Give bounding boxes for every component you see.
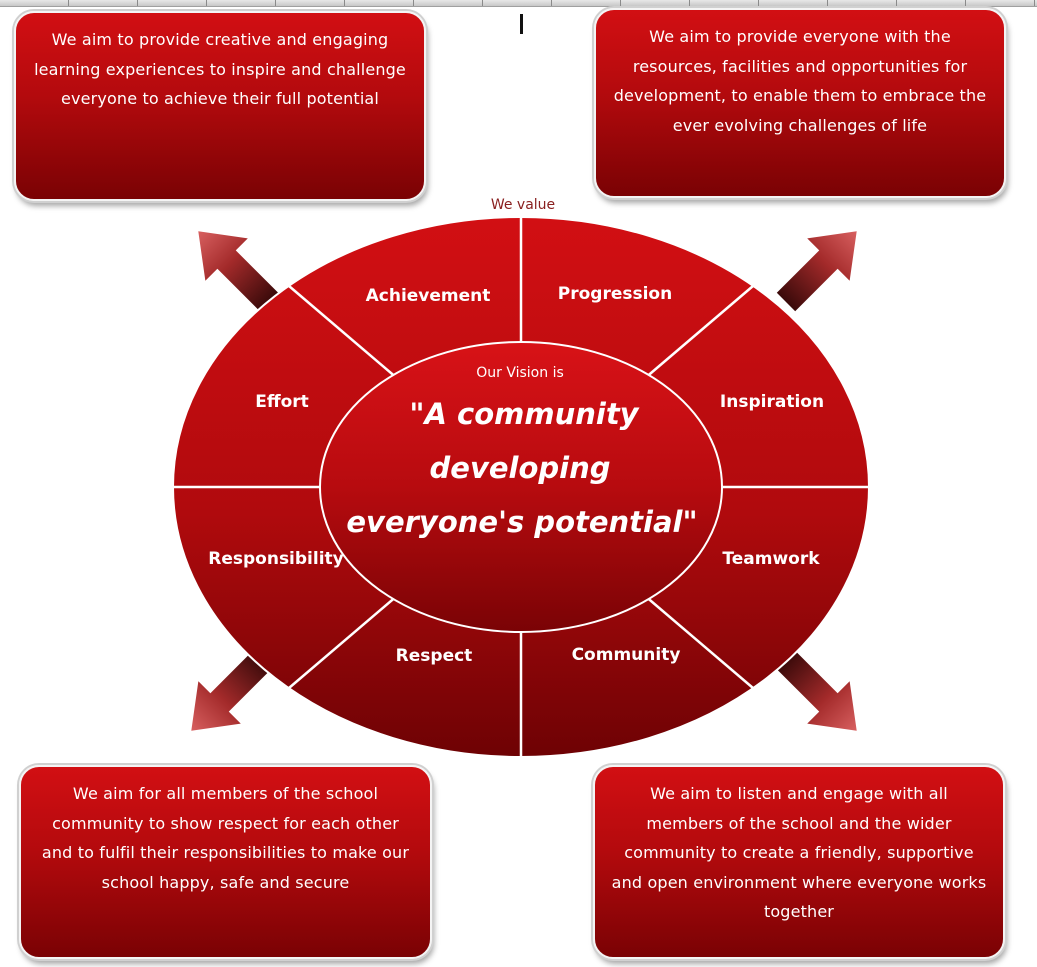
value-achievement: Achievement	[366, 286, 491, 306]
ruler-bar	[0, 0, 1037, 7]
aim-box-bottom-left: We aim for all members of the school com…	[19, 765, 432, 959]
aim-box-top-left: We aim to provide creative and engaging …	[14, 11, 426, 201]
aim-text-bottom-left: We aim for all members of the school com…	[41, 784, 410, 892]
value-teamwork: Teamwork	[722, 549, 820, 569]
arrow-bottom-left-icon	[191, 650, 272, 731]
aim-text-top-right: We aim to provide everyone with the reso…	[613, 27, 987, 135]
ring-dividers	[173, 217, 869, 757]
values-heading: We value	[491, 197, 555, 213]
value-progression: Progression	[558, 284, 672, 304]
text-cursor	[520, 14, 523, 34]
vision-line-2: developing	[430, 451, 611, 485]
aim-text-bottom-right: We aim to listen and engage with all mem…	[611, 784, 987, 921]
value-inspiration: Inspiration	[720, 392, 824, 412]
vision-line-1: "A community	[409, 397, 639, 431]
arrow-top-left-icon	[198, 231, 279, 312]
arrow-bottom-right-icon	[776, 650, 857, 731]
aim-box-bottom-right: We aim to listen and engage with all mem…	[593, 765, 1005, 959]
vision-ellipse	[319, 341, 723, 633]
value-responsibility: Responsibility	[208, 549, 344, 569]
aim-text-top-left: We aim to provide creative and engaging …	[34, 30, 406, 108]
vision-line-3: everyone's potential"	[346, 505, 697, 539]
value-respect: Respect	[396, 646, 473, 666]
value-community: Community	[572, 645, 681, 665]
arrow-top-right-icon	[776, 231, 857, 312]
ruler-ticks	[0, 0, 1037, 6]
vision-intro: Our Vision is	[476, 365, 564, 381]
value-effort: Effort	[255, 392, 309, 412]
aim-box-top-right: We aim to provide everyone with the reso…	[594, 8, 1006, 198]
